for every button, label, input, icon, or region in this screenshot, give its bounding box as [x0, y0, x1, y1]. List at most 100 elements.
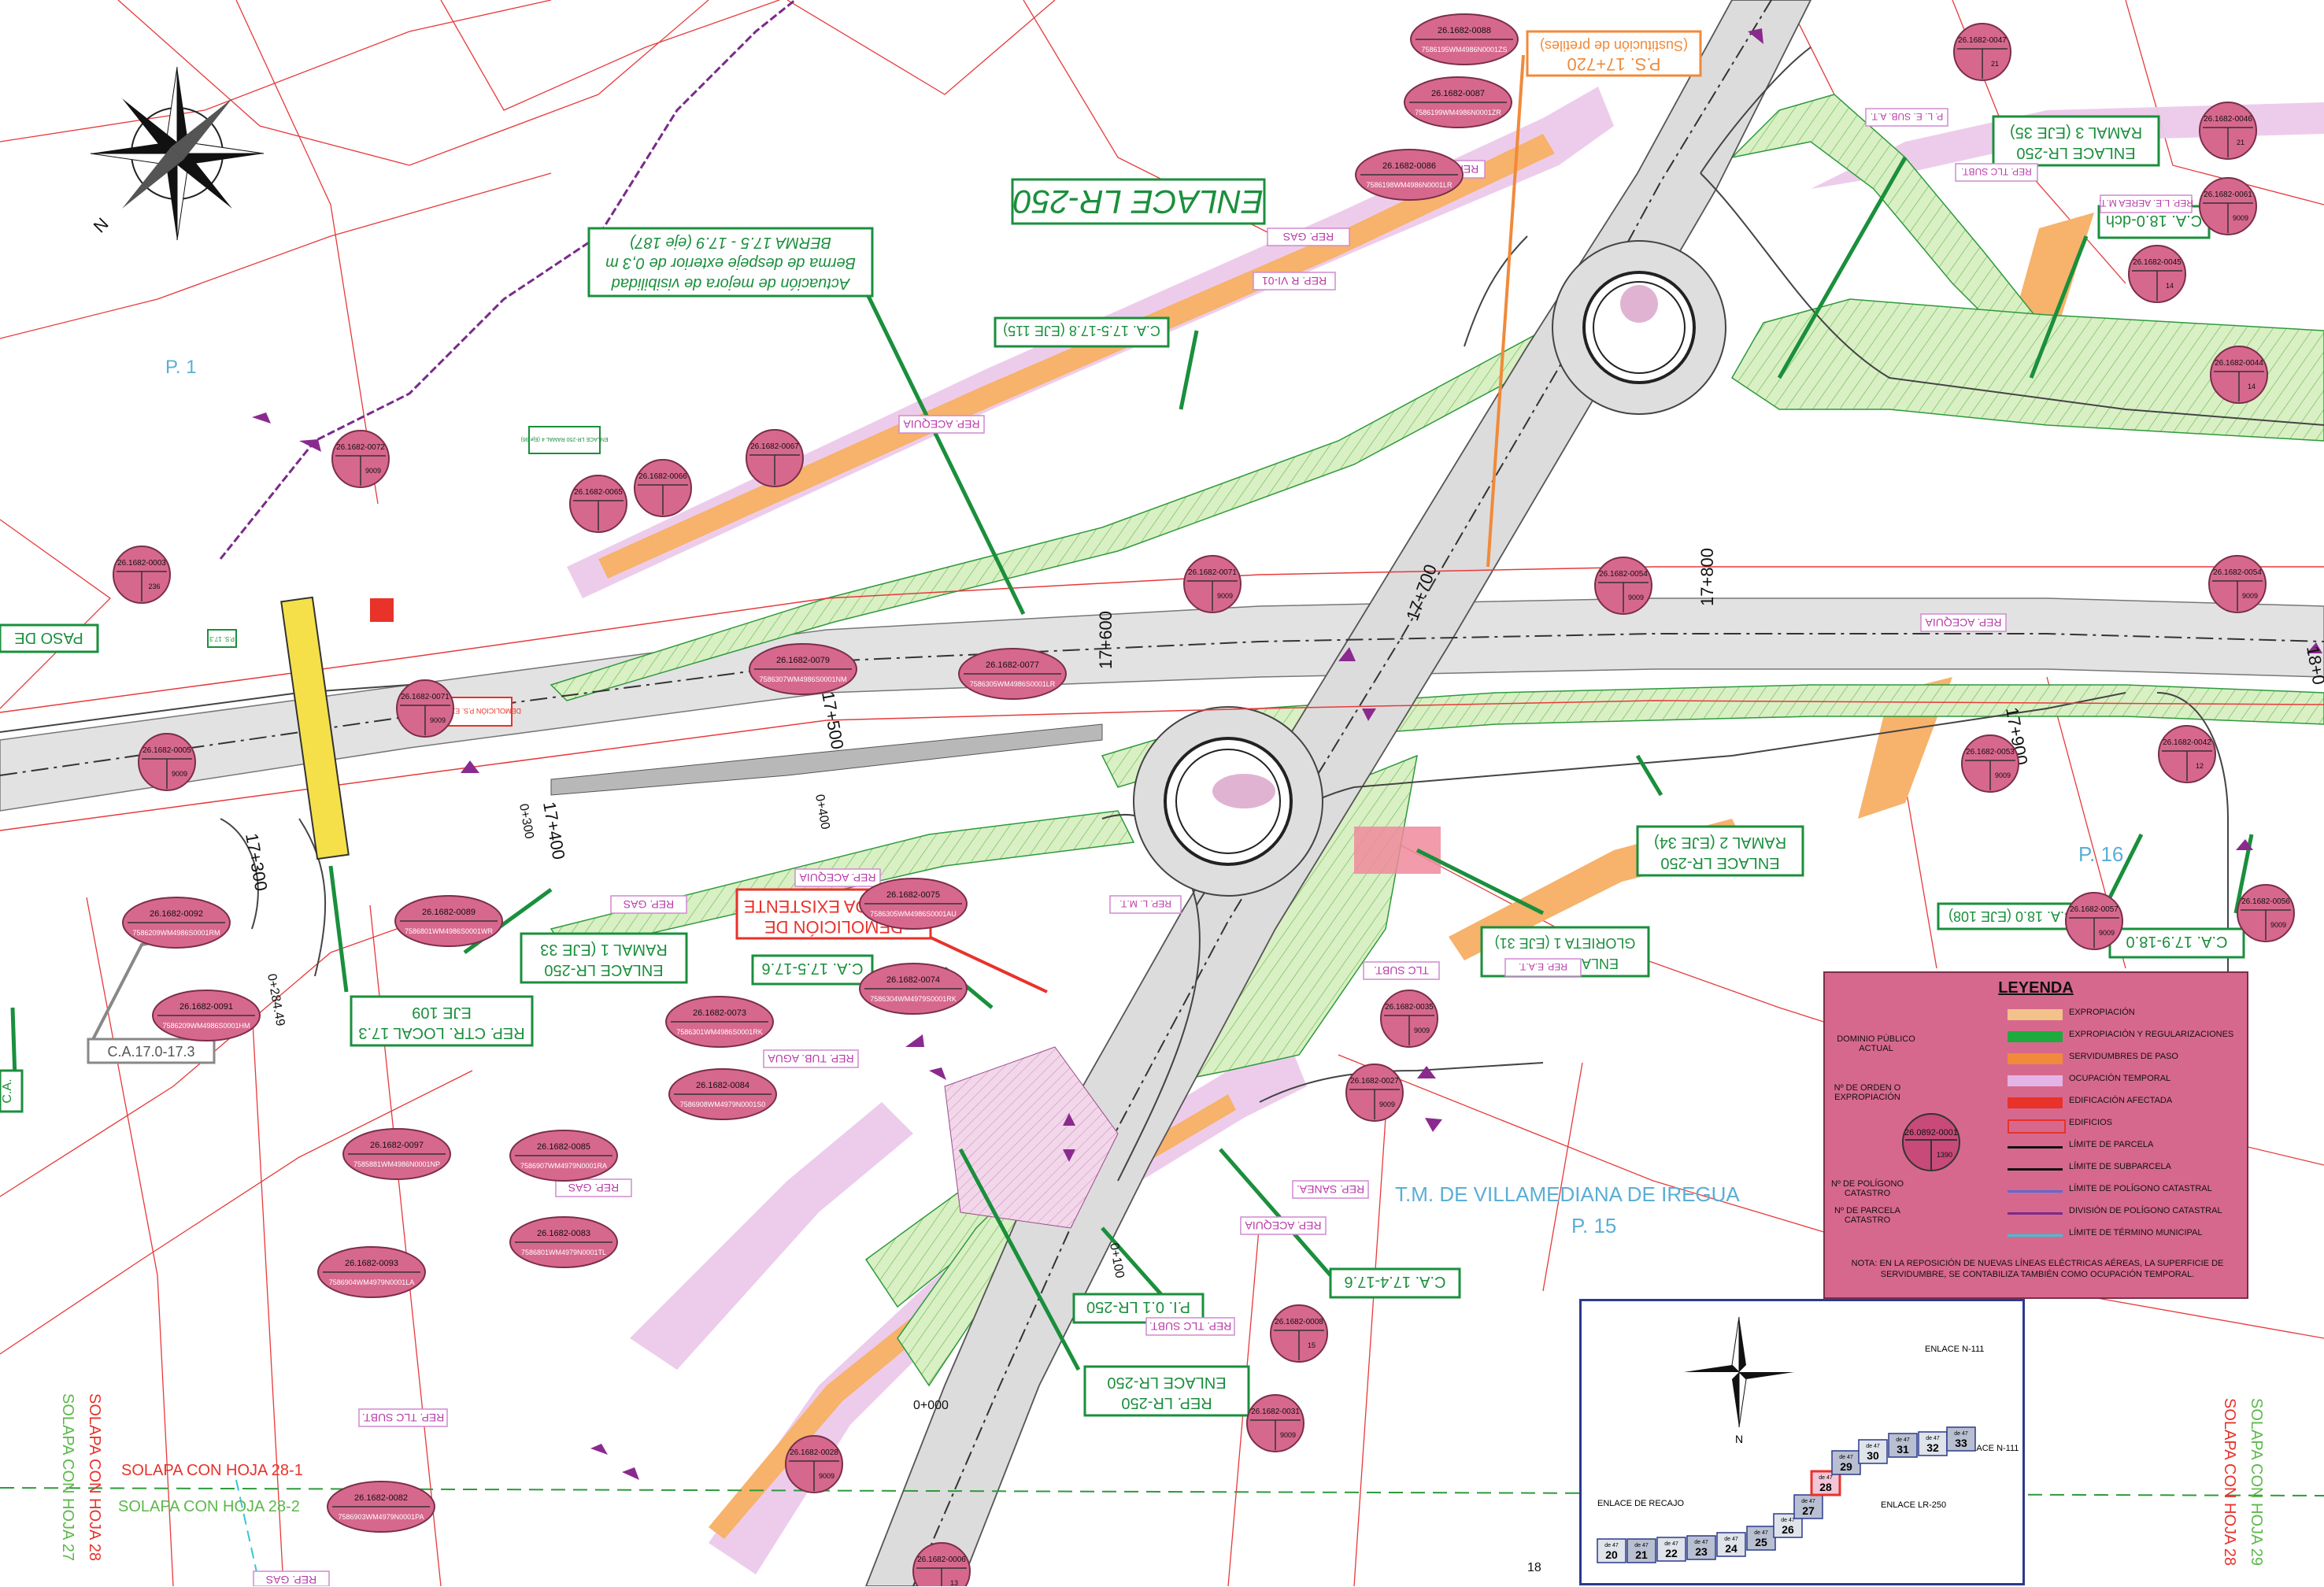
inset-sheet-total: de 47: [1801, 1499, 1815, 1504]
bridge-ctr-local: [280, 596, 394, 860]
parcel-value: 9009: [430, 716, 446, 724]
callout-ca-175-176: C.A. 17.5-17.6: [751, 954, 874, 986]
parcel-code: 26.1682-0066: [638, 472, 687, 481]
legend-label: LÍMITE DE POLÍGONO CATASTRAL: [2069, 1184, 2212, 1193]
svg-text:17+400: 17+400: [539, 801, 568, 861]
parcel-value: 9009: [2242, 592, 2258, 600]
svg-text:17+800: 17+800: [1697, 548, 1717, 606]
parcel-code: 26.1682-0097: [370, 1141, 424, 1150]
inset-sheet-total: de 47: [1896, 1437, 1910, 1443]
parcel-code: 26.1682-0042: [2163, 738, 2211, 747]
inset-sheet-number: 24: [1725, 1542, 1737, 1555]
parcel-value: 236: [148, 583, 160, 590]
parcel-badge: 26.1682-0067: [746, 429, 804, 487]
inset-lr250: ENLACE LR-250: [1881, 1500, 1946, 1510]
parcel-badge: 26.1682-0006 13: [912, 1542, 971, 1586]
parcel-value: 9009: [1280, 1431, 1296, 1439]
svg-text:P.S. 17.3: P.S. 17.3: [209, 635, 235, 642]
callout-ramal2: ENLACE LR-250 RAMAL 2 (EJE 34): [1636, 825, 1804, 877]
parcel-code: 26.1682-0031: [1251, 1408, 1300, 1416]
svg-text:REP. CTR. LOCAL 17.3: REP. CTR. LOCAL 17.3: [358, 1024, 524, 1041]
svg-text:P. L. E. SUB. A.T.: P. L. E. SUB. A.T.: [1871, 111, 1944, 122]
parcel-badge: 26.1682-0056 9009: [2237, 884, 2295, 942]
gabion-strip: [550, 723, 1103, 796]
svg-text:0+000: 0+000: [913, 1399, 949, 1412]
parcel-code: 26.1682-0072: [336, 443, 385, 452]
svg-text:0+100: 0+100: [1107, 1242, 1127, 1279]
parcel-code: 26.1682-0044: [2215, 359, 2263, 368]
parcel-value: 7586305WM4986S0001AU: [870, 910, 957, 918]
callout-ca-left: C.A.: [0, 1069, 24, 1113]
inset-sheet-number: 33: [1955, 1437, 1967, 1449]
inset-key-map: N ENLACE N-111 ENLACE N-111 ENLACE DE RE…: [1579, 1299, 2025, 1585]
svg-text:REP. ACEQUIA: REP. ACEQUIA: [903, 418, 980, 431]
callout-actuacion: Actuación de mejora de visibilidad Berma…: [587, 227, 874, 298]
parcel-value: 13: [950, 1579, 958, 1586]
polygon-division-line: [219, 0, 796, 560]
svg-text:REP. GAS: REP. GAS: [266, 1574, 316, 1586]
parcel-badge: 26.1682-0031 9009: [1246, 1394, 1304, 1452]
svg-text:18+0: 18+0: [2303, 645, 2324, 686]
solapa-left-red-v: SOLAPA CON HOJA 28: [86, 1393, 103, 1561]
legend-swatch: [2008, 1097, 2063, 1108]
svg-text:RAMAL 1 (EJE 33: RAMAL 1 (EJE 33: [540, 941, 668, 958]
parcel-code: 26.1682-0046: [2204, 115, 2252, 124]
inset-sheet-total: de 47: [1634, 1543, 1649, 1548]
enlace-title: ENLACE LR-250: [1011, 178, 1266, 225]
roundabout-south: [1133, 706, 1323, 897]
parcel-code: 26.1682-0056: [2241, 897, 2290, 906]
inset-sheet-number: 30: [1867, 1449, 1879, 1462]
svg-text:REP. L. M.T.: REP. L. M.T.: [1119, 898, 1171, 909]
parcel-badge: 26.1682-0085 7586907WM4979N0001RA: [509, 1130, 618, 1182]
svg-text:P.S. 17+720: P.S. 17+720: [1567, 54, 1661, 74]
parcel-code: 26.1682-0085: [537, 1142, 590, 1152]
legend-swatch: [2008, 1031, 2063, 1042]
parcel-code: 26.1682-0006: [917, 1556, 966, 1564]
svg-text:REP. ACEQUIA: REP. ACEQUIA: [1925, 616, 2002, 629]
parcel-value: 7586801WM4986S0001WR: [405, 927, 494, 935]
legend-title: LEYENDA: [1998, 979, 2074, 997]
svg-text:PASO DE: PASO DE: [14, 629, 83, 646]
parcel-value: 21: [1991, 60, 1999, 68]
solapa-left-green-v: SOLAPA CON HOJA 27: [59, 1393, 76, 1561]
callout-rep-lr250: REP. LR-250 ENLACE LR-250: [1083, 1365, 1250, 1417]
inset-sheet-number: 23: [1695, 1545, 1708, 1558]
parcel-value: 9009: [2270, 921, 2286, 929]
parcel-code: 26.1682-0082: [354, 1493, 408, 1503]
legend-sample-val: 1390: [1937, 1151, 1952, 1159]
svg-text:ENLACE LR-250: ENLACE LR-250: [1660, 854, 1779, 871]
parcel-code: 26.1682-0045: [2133, 258, 2182, 267]
parcel-value: 7586907WM4979N0001RA: [520, 1162, 607, 1170]
inset-svg: N ENLACE N-111 ENLACE N-111 ENLACE DE RE…: [1597, 1316, 2019, 1563]
parcel-code: 26.1682-0077: [986, 660, 1039, 670]
svg-text:ENLACE LR-250: ENLACE LR-250: [544, 961, 663, 978]
parcel-code: 26.1682-0086: [1382, 161, 1436, 171]
legend-dominio: DOMINIO PÚBLICO ACTUAL: [1837, 1034, 1915, 1053]
page-number: 18: [1527, 1561, 1541, 1574]
legend-swatch: [2008, 1146, 2063, 1149]
legend-swatch: [2008, 1190, 2063, 1193]
parcel-value: 7586209WM4986S0001RM: [132, 929, 220, 937]
svg-text:Berma de despeje exterior de 0: Berma de despeje exterior de 0,3 m: [605, 254, 856, 272]
svg-text:BERMA 17.5 - 17.9 (eje 187): BERMA 17.5 - 17.9 (eje 187): [630, 234, 831, 251]
inset-compass-icon: [1684, 1316, 1794, 1428]
svg-text:DEMOLICIÓN P.S. EXISTENTE: DEMOLICIÓN P.S. EXISTENTE: [420, 707, 521, 715]
parcel-value: 9009: [365, 467, 381, 475]
legend-label: SERVIDUMBRES DE PASO: [2069, 1052, 2178, 1061]
parcel-code: 26.1682-0053: [1966, 748, 2015, 757]
legend-label: EXPROPIACIÓN Y REGULARIZACIONES: [2069, 1030, 2234, 1039]
svg-text:RAMAL 2 (EJE 34): RAMAL 2 (EJE 34): [1654, 834, 1786, 851]
